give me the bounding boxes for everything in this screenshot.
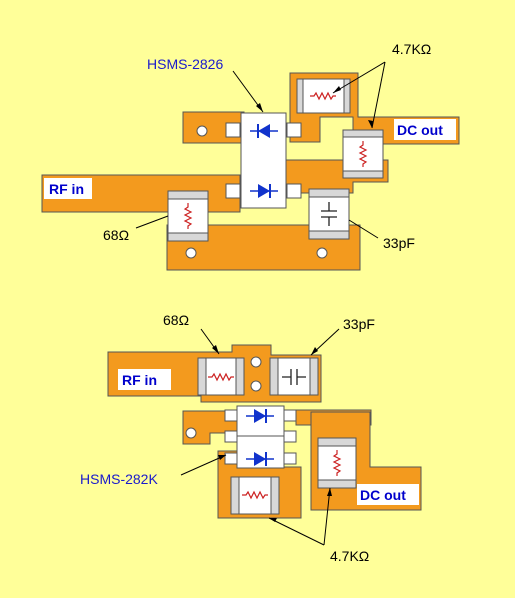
- top-via: [185, 247, 197, 259]
- bottom-resistor-4k7-right: [317, 437, 357, 489]
- bottom-resistor-4k7-label: 4.7KΩ: [330, 548, 369, 564]
- bottom-resistor-4k7-lower: [230, 476, 280, 515]
- bottom-resistor-68: [197, 357, 245, 396]
- bottom-arrowheads: [212, 345, 332, 522]
- bottom-layout: RF in DC out 68Ω 33pF HSMS-282K 4.7KΩ: [80, 312, 422, 564]
- top-diode-package: [225, 112, 302, 209]
- top-rf-in-label: RF in: [49, 181, 84, 197]
- bottom-via: [185, 427, 197, 439]
- bottom-diode-label: HSMS-282K: [80, 471, 158, 487]
- top-diode-label: HSMS-2826: [147, 56, 223, 72]
- top-resistor-68: [167, 190, 209, 242]
- bottom-dc-out-label: DC out: [360, 487, 406, 503]
- top-dc-out-label: DC out: [397, 122, 443, 138]
- top-resistor-68-label: 68Ω: [103, 227, 129, 243]
- top-via: [316, 247, 328, 259]
- top-resistor-4k7-right: [342, 129, 384, 179]
- top-vias: [185, 125, 328, 259]
- bottom-capacitor-33pf: [269, 357, 319, 396]
- top-capacitor-33pf: [308, 188, 350, 240]
- top-dc-out-box: DC out: [394, 119, 456, 140]
- bottom-vias: [185, 356, 262, 439]
- top-arrowheads: [256, 86, 373, 128]
- top-leader-lines: [135, 61, 386, 239]
- bottom-rf-in-label: RF in: [122, 372, 157, 388]
- bottom-dc-out-box: DC out: [357, 484, 419, 505]
- top-capacitor-label: 33pF: [383, 235, 415, 251]
- bottom-via: [250, 380, 262, 392]
- bottom-rf-in-box: RF in: [118, 369, 171, 390]
- top-layout: RF in DC out HSMS-2826 4.7KΩ 68Ω 33pF: [41, 41, 460, 271]
- top-resistor-4k7-upper: [296, 78, 351, 114]
- bottom-via: [250, 356, 262, 368]
- bottom-capacitor-label: 33pF: [343, 316, 375, 332]
- top-resistor-4k7-label: 4.7KΩ: [392, 41, 431, 57]
- top-rf-in-box: RF in: [44, 178, 92, 199]
- bottom-resistor-68-label: 68Ω: [163, 312, 189, 328]
- top-via: [196, 125, 208, 137]
- bottom-diode-package: [224, 405, 297, 469]
